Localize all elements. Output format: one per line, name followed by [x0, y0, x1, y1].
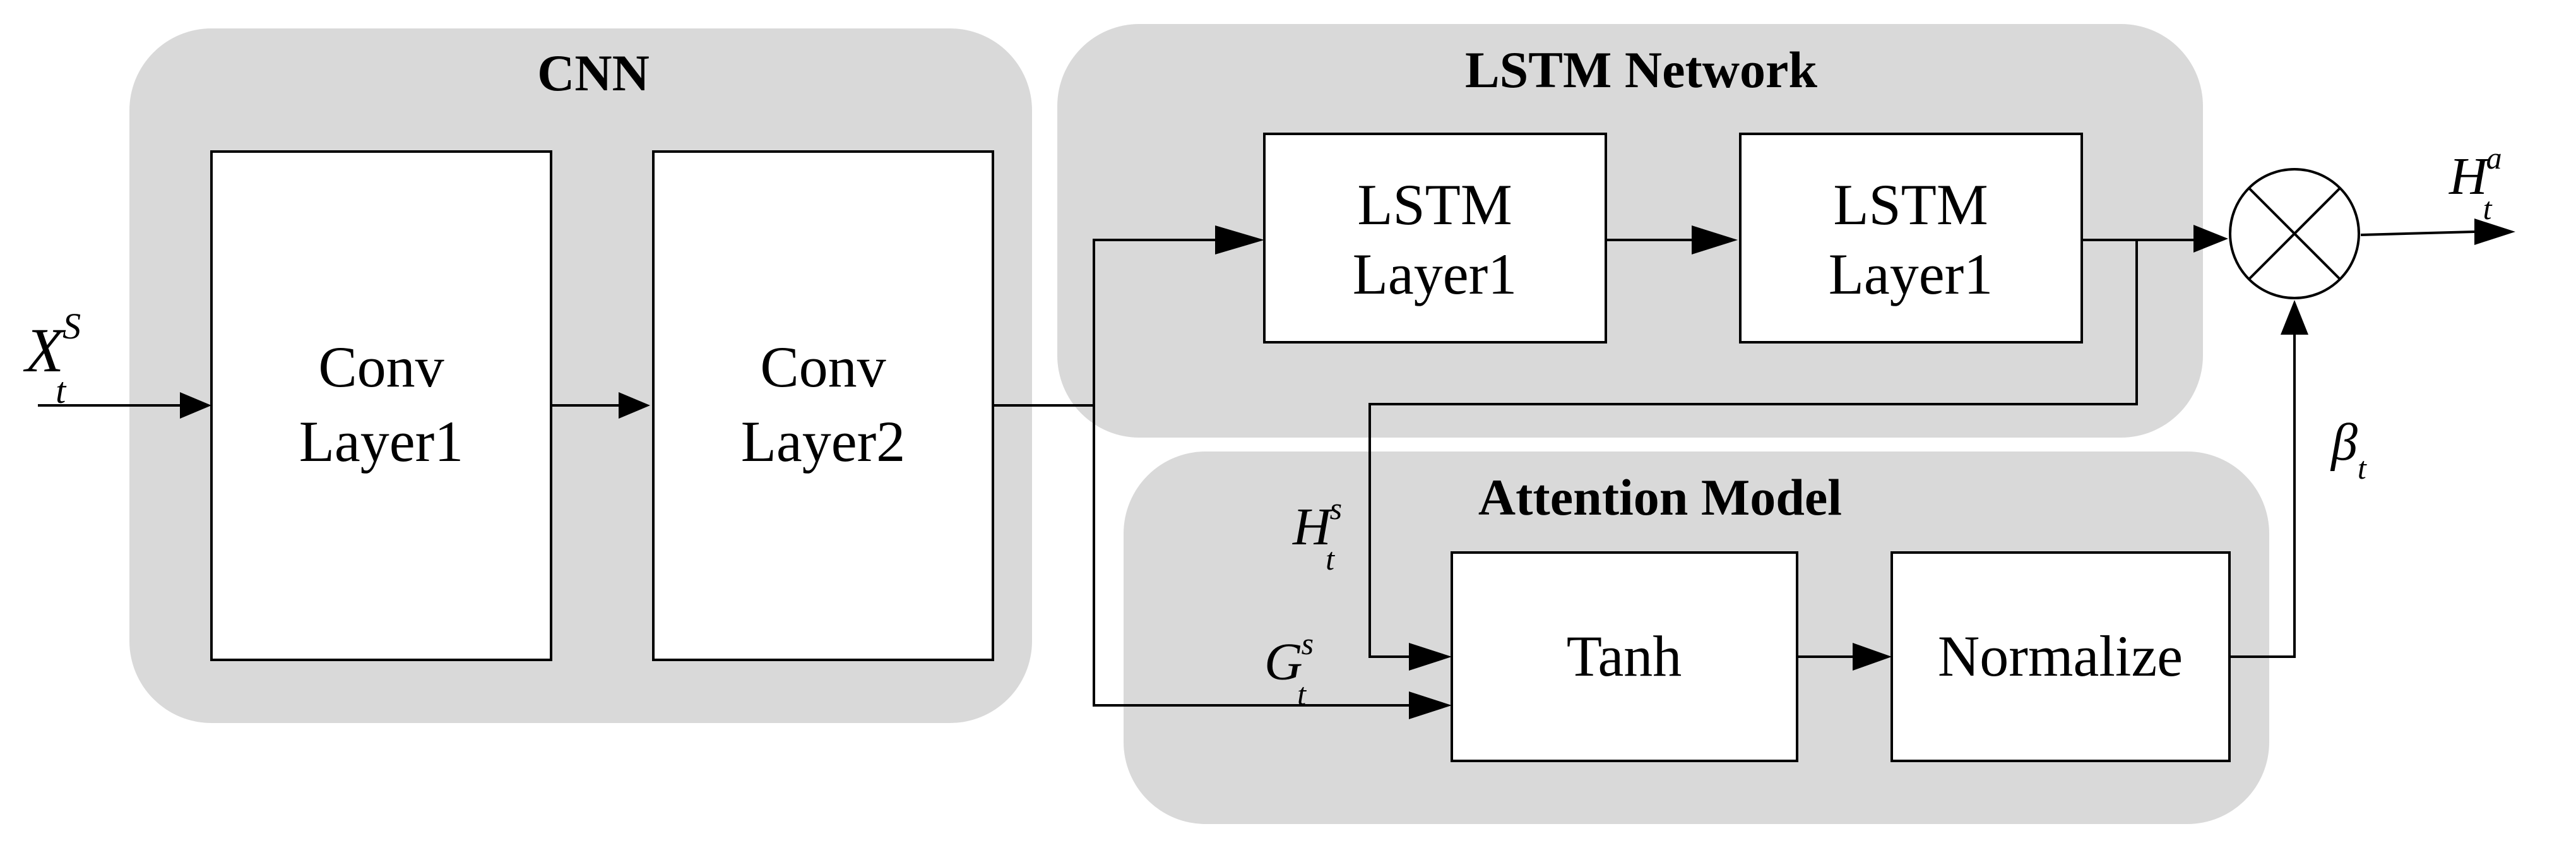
lstm-group-title: LSTM Network: [1465, 41, 1817, 99]
arrowhead-conv1-in: [180, 392, 211, 419]
multiply-cross-b: [2248, 187, 2341, 280]
normalize-to-multiply-wire: [2229, 335, 2296, 658]
conv-layer2-block: [652, 150, 994, 661]
tanh-label: Tanh: [1567, 624, 1682, 688]
normalize-label: Normalize: [1938, 624, 2183, 688]
lstm2-label-line2: Layer1: [1829, 242, 1993, 306]
arrowhead-lstm2-in: [1692, 225, 1738, 254]
lstm1-label-line1: LSTM: [1357, 172, 1512, 237]
tanh-block: [1451, 551, 1798, 762]
arrowhead-output: [2474, 218, 2515, 245]
arrowhead-tanh-gs-in: [1409, 691, 1452, 719]
arrowhead-lstm1-in: [1215, 225, 1264, 254]
lstm-layer1-block: [1263, 133, 1607, 344]
conv2-label-line1: Conv: [760, 335, 886, 399]
conv-layer1-block: [210, 150, 552, 661]
normalize-block: [1890, 551, 2231, 762]
lstm2-label-line1: LSTM: [1833, 172, 1988, 237]
conv2-to-tanh-wire: [1093, 405, 1409, 707]
arrowhead-conv2-in: [619, 392, 650, 419]
conv1-label-line2: Layer1: [299, 409, 464, 474]
cnn-group-title: CNN: [537, 44, 650, 102]
lstm1-label-line2: Layer1: [1353, 242, 1517, 306]
multiply-node: [2229, 168, 2360, 299]
lstm-output-to-tanh-wire: [1368, 240, 2138, 658]
arrowhead-multiply-beta-in: [2281, 300, 2308, 335]
arrowhead-tanh-hs-in: [1409, 643, 1452, 671]
conv1-label-line1: Conv: [318, 335, 444, 399]
weights-symbol: βt: [2330, 413, 2367, 486]
lstm-layer1-second-block: [1739, 133, 2083, 344]
conv2-label-line2: Layer2: [741, 409, 906, 474]
output-wire: [2360, 230, 2475, 236]
arrowhead-multiply-in: [2193, 225, 2228, 253]
attention-group-title: Attention Model: [1478, 469, 1842, 526]
arrowhead-normalize-in: [1853, 643, 1892, 671]
conv2-to-lstm1-wire: [993, 239, 1215, 407]
